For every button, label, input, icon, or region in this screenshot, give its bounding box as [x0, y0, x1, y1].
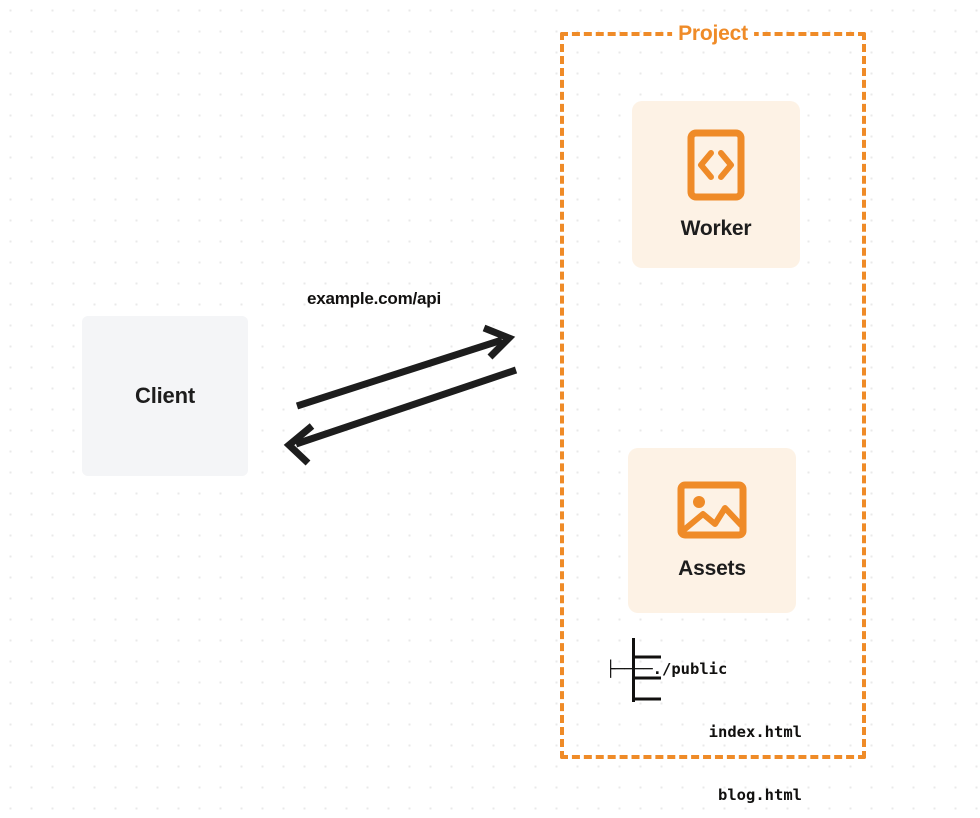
assets-card[interactable]: Assets [628, 448, 796, 613]
request-arrow-icon [295, 324, 516, 410]
connection-url-label: example.com/api [307, 289, 442, 308]
project-title: Project [672, 22, 754, 46]
tree-file-name: index.html [708, 723, 802, 741]
tree-connector: ├──── [606, 660, 653, 678]
client-node-label: Client [135, 383, 195, 408]
project-container: Project [560, 22, 866, 759]
tree-file-name: ./public [652, 660, 728, 678]
response-arrow-icon [283, 366, 518, 466]
tree-file-name: blog.html [718, 786, 802, 804]
file-tree-row: blog.html [606, 785, 802, 806]
worker-card-label: Worker [680, 216, 752, 240]
assets-card-label: Assets [678, 556, 746, 580]
assets-file-tree: ├────./public index.html blog.html conta… [606, 617, 802, 818]
worker-card[interactable]: Worker [632, 101, 800, 268]
code-brackets-icon [687, 129, 745, 201]
client-node[interactable]: Client [82, 316, 248, 476]
file-tree-row: ├────./public [606, 659, 802, 680]
image-icon [677, 481, 747, 539]
file-tree-row: index.html [606, 722, 802, 743]
